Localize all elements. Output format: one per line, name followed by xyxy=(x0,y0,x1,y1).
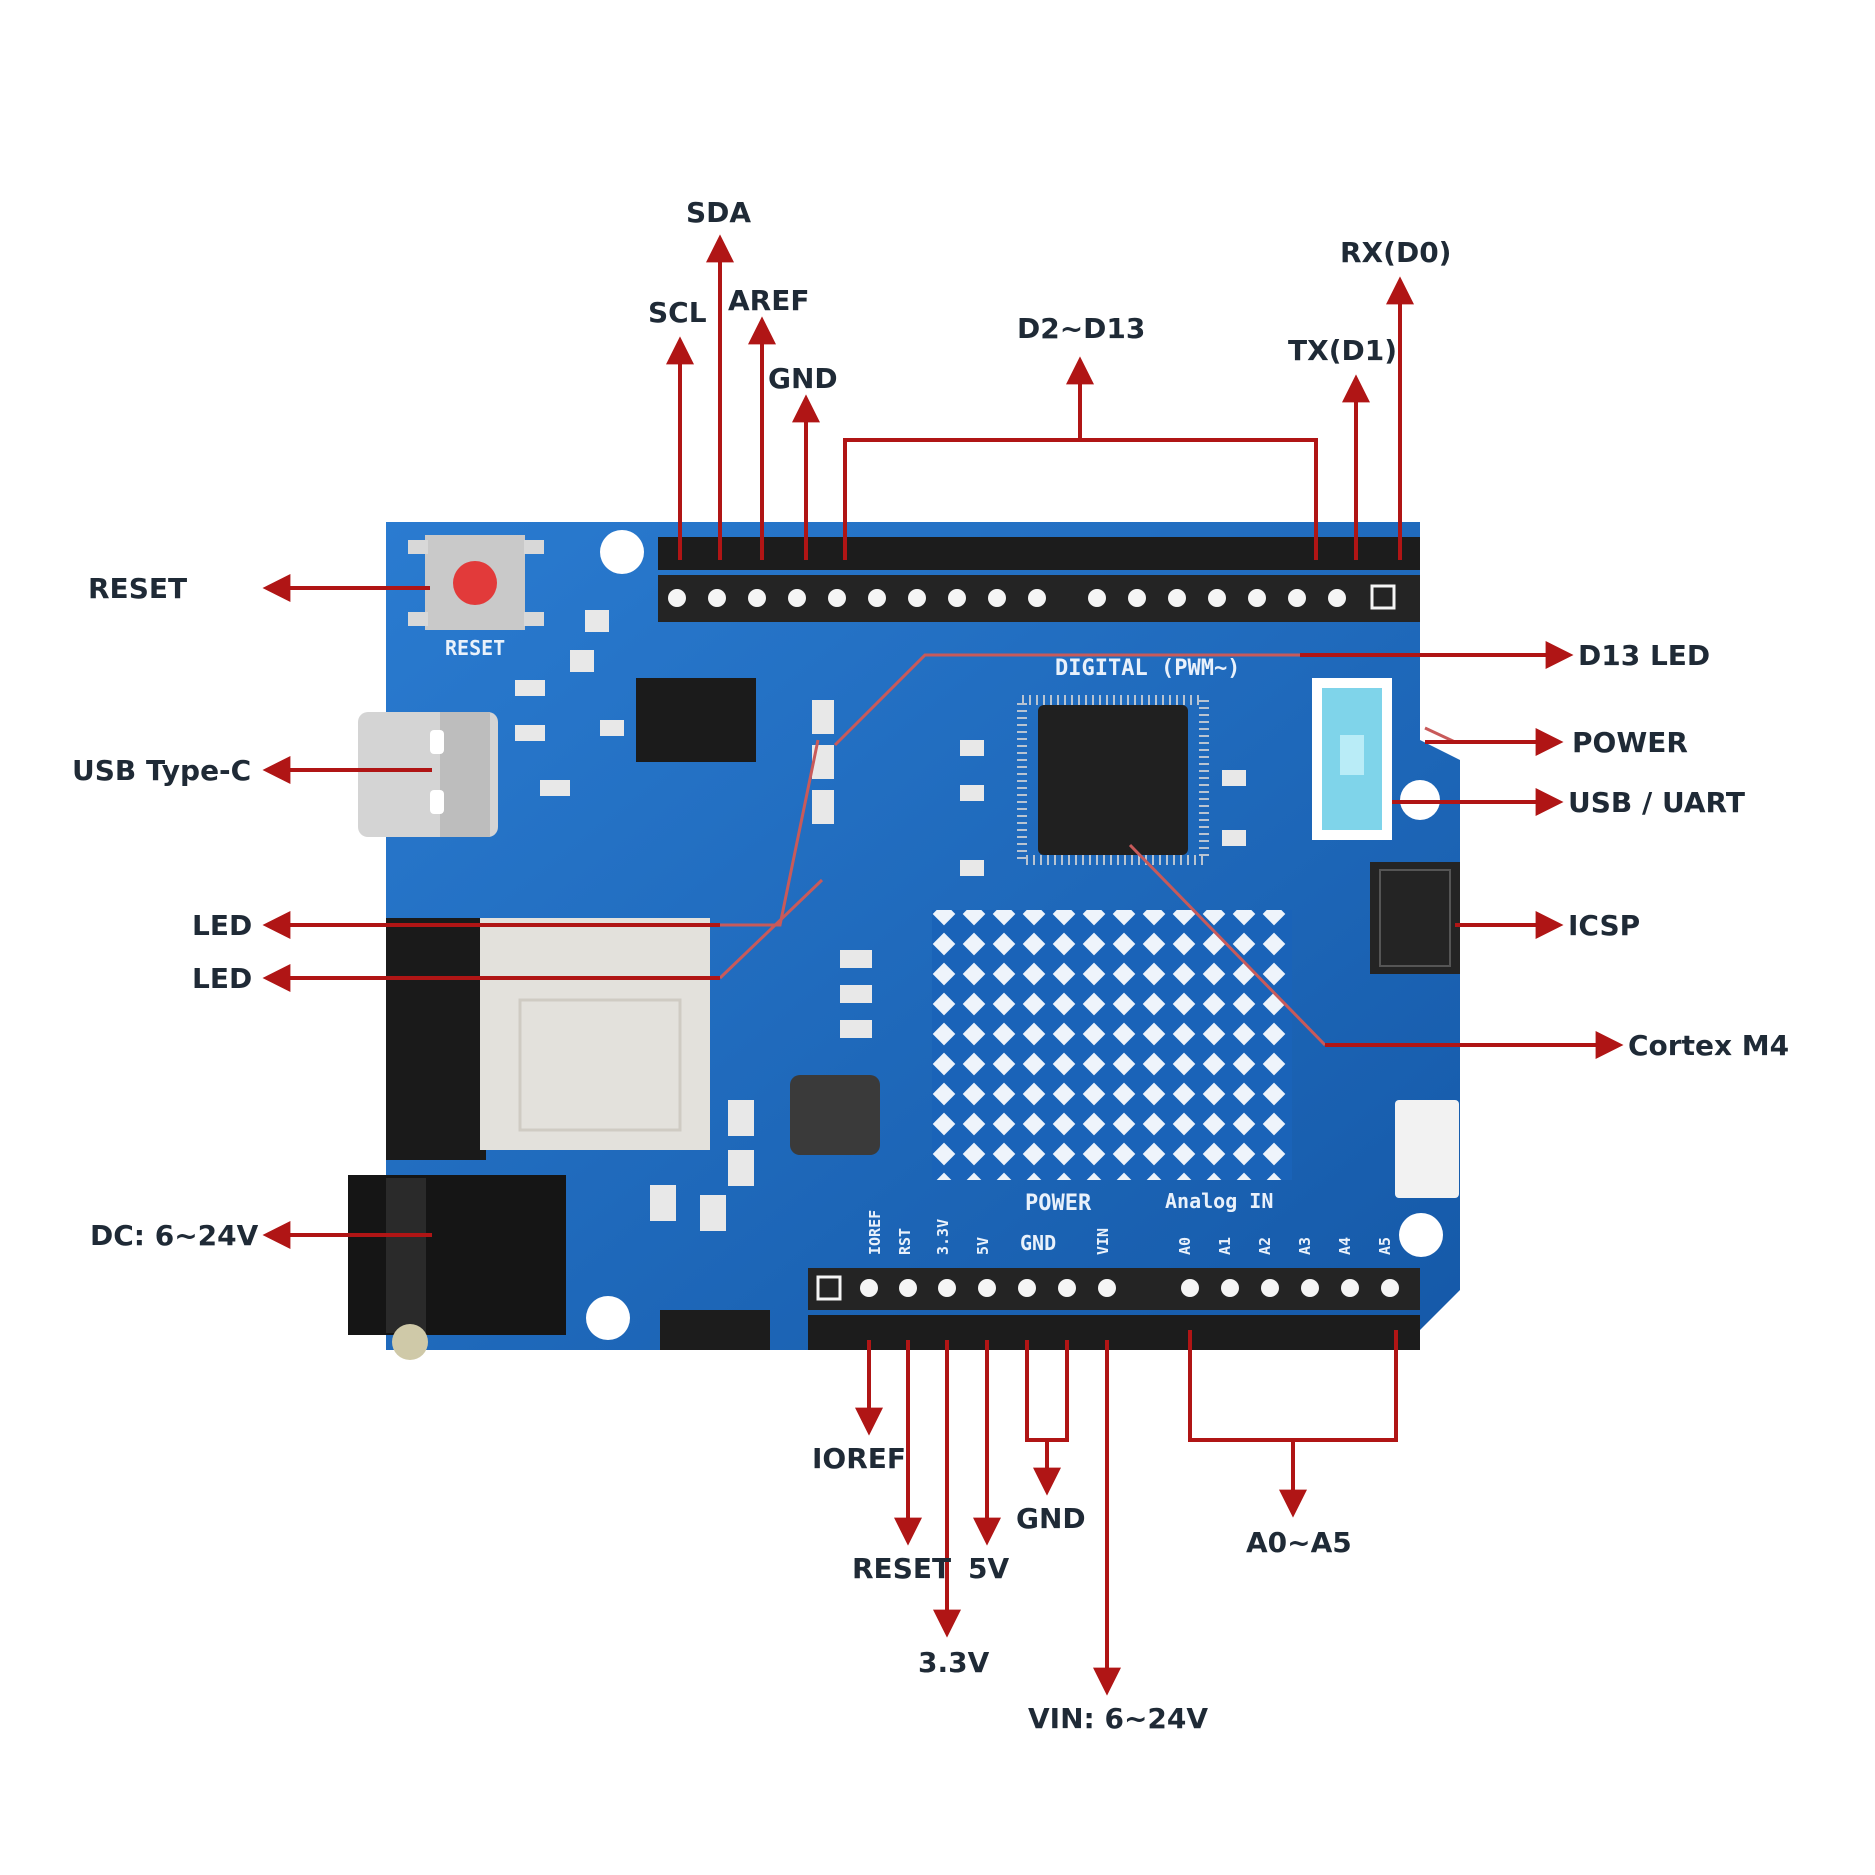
pin-label-rst: RST xyxy=(896,1228,914,1255)
label-dc: DC: 6~24V xyxy=(90,1219,259,1252)
pin-label-a3: A3 xyxy=(1296,1237,1314,1255)
mounting-hole xyxy=(586,1296,630,1340)
smd-components xyxy=(515,610,1459,1231)
label-reset-left: RESET xyxy=(88,572,187,605)
icsp-header xyxy=(1370,862,1460,974)
label-reset-bottom: RESET xyxy=(852,1552,951,1585)
analog-pin-labels: A0 A1 A2 A3 A4 A5 xyxy=(1176,1237,1394,1255)
pin-label-a4: A4 xyxy=(1336,1237,1354,1255)
label-icsp: ICSP xyxy=(1568,909,1640,942)
callout-labels: SDA SCL AREF GND D2~D13 TX(D1) RX(D0) RE… xyxy=(72,196,1789,1735)
label-cortex-m4: Cortex M4 xyxy=(1628,1029,1789,1062)
digital-header-top xyxy=(658,537,1420,622)
thermal-grid xyxy=(932,910,1292,1180)
inductor xyxy=(790,1075,880,1155)
pin-label-a5: A5 xyxy=(1376,1237,1394,1255)
label-d2-d13: D2~D13 xyxy=(1017,312,1145,345)
usb-typec-connector xyxy=(358,712,498,837)
pin-label-a2: A2 xyxy=(1256,1237,1274,1255)
mounting-hole xyxy=(600,530,644,574)
pin-label-5v: 5V xyxy=(974,1237,992,1255)
pin-label-a1: A1 xyxy=(1216,1237,1234,1255)
cortex-m4-chip xyxy=(1017,695,1209,865)
pin-label-ioref: IOREF xyxy=(866,1210,884,1255)
reset-button[interactable] xyxy=(408,535,544,630)
dc-barrel-jack xyxy=(348,1175,566,1360)
mounting-hole xyxy=(1399,1213,1443,1257)
label-tx: TX(D1) xyxy=(1288,334,1397,367)
label-a0-a5: A0~A5 xyxy=(1246,1526,1352,1559)
power-silk: POWER xyxy=(1025,1191,1092,1216)
label-5v: 5V xyxy=(968,1552,1009,1585)
circuit-board: RESET xyxy=(348,522,1460,1360)
power-analog-header-bottom xyxy=(808,1268,1420,1350)
pin-label-vin: VIN xyxy=(1094,1228,1112,1255)
label-aref: AREF xyxy=(728,284,809,317)
reset-silk: RESET xyxy=(445,636,505,660)
gnd-silk: GND xyxy=(1020,1231,1056,1255)
label-rx: RX(D0) xyxy=(1340,236,1451,269)
wireless-module xyxy=(386,918,710,1160)
label-usb-typec: USB Type-C xyxy=(72,754,251,787)
label-sda: SDA xyxy=(686,196,751,229)
pin-label-3v3: 3.3V xyxy=(934,1219,952,1255)
small-header xyxy=(636,678,756,762)
digital-silk: DIGITAL (PWM~) xyxy=(1055,656,1240,681)
label-led-2: LED xyxy=(192,962,252,995)
callout-lines xyxy=(262,234,1624,1696)
label-3v3: 3.3V xyxy=(918,1646,990,1679)
usb-uart-switch[interactable] xyxy=(1312,678,1392,840)
label-d13-led: D13 LED xyxy=(1578,639,1710,672)
label-vin: VIN: 6~24V xyxy=(1028,1702,1208,1735)
label-scl: SCL xyxy=(648,296,707,329)
label-gnd-top: GND xyxy=(768,362,838,395)
pin-label-a0: A0 xyxy=(1176,1237,1194,1255)
label-power: POWER xyxy=(1572,726,1688,759)
label-gnd-bottom: GND xyxy=(1016,1502,1086,1535)
header-pins-top xyxy=(668,584,1396,610)
small-header-bottom xyxy=(660,1310,770,1350)
power-pin-labels: IOREF RST 3.3V 5V VIN xyxy=(866,1210,1112,1255)
analog-silk: Analog IN xyxy=(1165,1189,1273,1213)
label-ioref: IOREF xyxy=(812,1442,906,1475)
label-usb-uart: USB / UART xyxy=(1568,786,1745,819)
header-pins-bottom xyxy=(816,1275,1399,1301)
label-led-1: LED xyxy=(192,909,252,942)
